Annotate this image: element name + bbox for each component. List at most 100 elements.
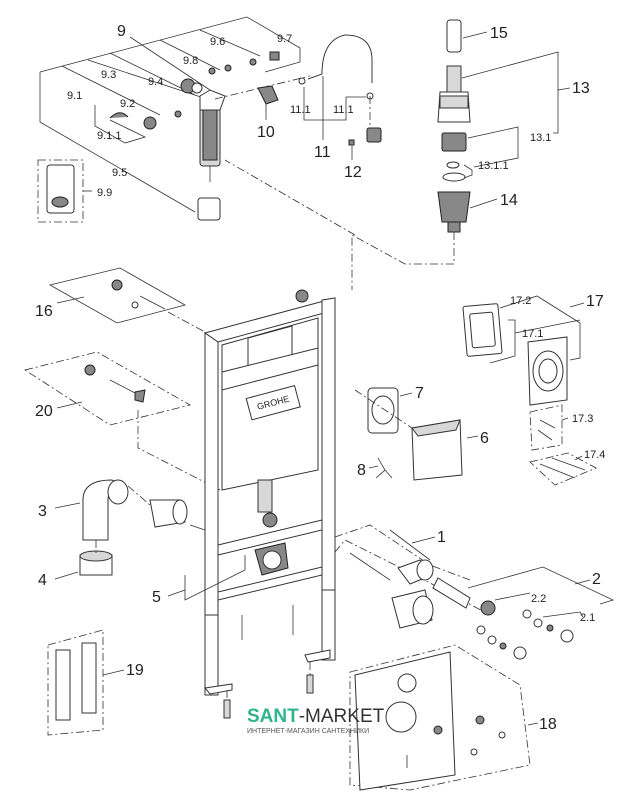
washer-18c xyxy=(433,725,443,735)
callout-9-1: 9.1 xyxy=(67,90,82,102)
axis-16 xyxy=(167,311,206,333)
bracket-20-part xyxy=(84,364,96,376)
anchor-17-4b xyxy=(551,457,586,471)
bolt-20 xyxy=(109,379,136,394)
callout-7: 7 xyxy=(415,385,424,402)
callout-2-1: 2.1 xyxy=(580,612,595,624)
overflow-pipe-15 xyxy=(446,19,462,53)
protection-frame-7-window xyxy=(371,395,395,425)
leader-2 xyxy=(574,579,591,585)
callout-9-7: 9.7 xyxy=(277,33,292,45)
leader-19 xyxy=(102,669,125,676)
axis-14 xyxy=(351,232,455,290)
bracket-13-1-1 xyxy=(463,164,473,179)
cistern-shelf xyxy=(221,347,319,391)
callout-9-6: 9.6 xyxy=(210,36,225,48)
installation-frame: GROHE xyxy=(203,289,336,719)
bracket-13-1 xyxy=(467,126,519,168)
callout-15: 15 xyxy=(490,25,508,42)
callout-19: 19 xyxy=(126,662,144,679)
leader-sleeve-frame xyxy=(189,524,206,531)
dowel-left xyxy=(223,699,231,719)
flush-elbow xyxy=(262,512,278,528)
axis-9-frame xyxy=(224,159,356,236)
bracket-17-1 xyxy=(489,319,516,364)
connector-sleeve-mouth xyxy=(172,499,188,525)
leader-9-1 xyxy=(61,65,161,116)
bracket-19b xyxy=(81,642,97,714)
cap-b xyxy=(513,646,527,660)
insulation-hole-large xyxy=(385,701,417,733)
grohe-logo-plate: GROHE xyxy=(245,384,301,421)
callout-11: 11 xyxy=(314,144,331,161)
screw-17-3a xyxy=(539,419,556,429)
callout-8: 8 xyxy=(357,462,366,479)
callout-17: 17 xyxy=(586,293,604,310)
washer-a xyxy=(476,625,486,635)
kit-bag-9-9-frame xyxy=(37,159,84,223)
flush-pipe-2 xyxy=(432,577,471,609)
drain-opening xyxy=(262,550,282,570)
angle-valve-connector xyxy=(366,127,382,143)
bracket-16-part xyxy=(111,279,123,291)
callout-13: 13 xyxy=(572,80,590,97)
leader-1 xyxy=(411,536,436,544)
leader-17 xyxy=(569,302,585,308)
seal-11-1a xyxy=(298,77,306,85)
axis-1b xyxy=(334,539,491,616)
valve-seat-13-1 xyxy=(441,132,467,152)
leader-5 xyxy=(167,589,186,597)
washer-9-3 xyxy=(174,110,182,118)
washer-18a xyxy=(475,715,485,725)
callout-labels: 9 9.6 9.7 9.8 9.3 9.4 9.1 9.2 9.1.1 9.5 … xyxy=(35,23,605,733)
callout-9-1-1: 9.1.1 xyxy=(97,130,121,142)
seal-13-1-1b xyxy=(442,172,466,182)
washer-16 xyxy=(131,301,139,309)
clip-9-1 xyxy=(109,112,129,119)
bolt-16 xyxy=(139,295,166,310)
group-20-wall-brackets xyxy=(24,351,221,491)
callout-17-3: 17.3 xyxy=(572,413,593,425)
callout-17-2: 17.2 xyxy=(510,295,531,307)
cross-bar-lower xyxy=(217,566,323,601)
washer-b xyxy=(487,635,497,645)
leader-9-5 xyxy=(39,72,196,213)
washer-18d xyxy=(470,748,478,756)
clip-10 xyxy=(257,85,279,105)
part-8 xyxy=(375,457,393,479)
leader-17-3 xyxy=(561,417,569,421)
mounting-frame-17-2-inner xyxy=(469,311,496,349)
screw-set-17-3 xyxy=(529,404,563,451)
callout-9-8: 9.8 xyxy=(183,55,198,67)
leader-17-4 xyxy=(574,455,583,461)
callout-9-4: 9.4 xyxy=(148,76,163,88)
group-3-4-drain xyxy=(54,479,246,601)
bracket-set-19-frame xyxy=(47,629,104,736)
part-9-8a xyxy=(208,67,216,75)
protection-box-6-top xyxy=(411,419,461,437)
group-10-11-12 xyxy=(257,34,382,160)
bracket-set-20-plate xyxy=(24,351,192,426)
angle-bracket-20 xyxy=(134,389,146,403)
watermark-brand-accent: SANT xyxy=(247,706,299,727)
left-foot xyxy=(204,683,233,695)
leader-6 xyxy=(466,435,479,439)
sound-insulation-18-frame xyxy=(349,644,531,791)
group-9-fill-valve xyxy=(37,16,311,223)
leader-7 xyxy=(399,392,413,397)
axis-7 xyxy=(354,389,416,431)
seal-set-9-9 xyxy=(51,196,69,208)
top-adjuster xyxy=(295,289,309,303)
watermark-brand: SANT-MARKET xyxy=(247,706,385,727)
group-16-wall-brackets xyxy=(48,267,206,333)
washer-2-1a xyxy=(522,609,532,619)
callout-9-5: 9.5 xyxy=(112,167,127,179)
callout-17-1: 17.1 xyxy=(522,328,543,340)
axis-elbow-sleeve xyxy=(127,485,151,506)
leader-2-1 xyxy=(542,611,584,618)
frame-left-leg xyxy=(204,614,219,696)
bracket-9-1-1 xyxy=(94,105,147,144)
callout-20: 20 xyxy=(35,403,53,420)
hose-11-inner xyxy=(307,34,373,83)
